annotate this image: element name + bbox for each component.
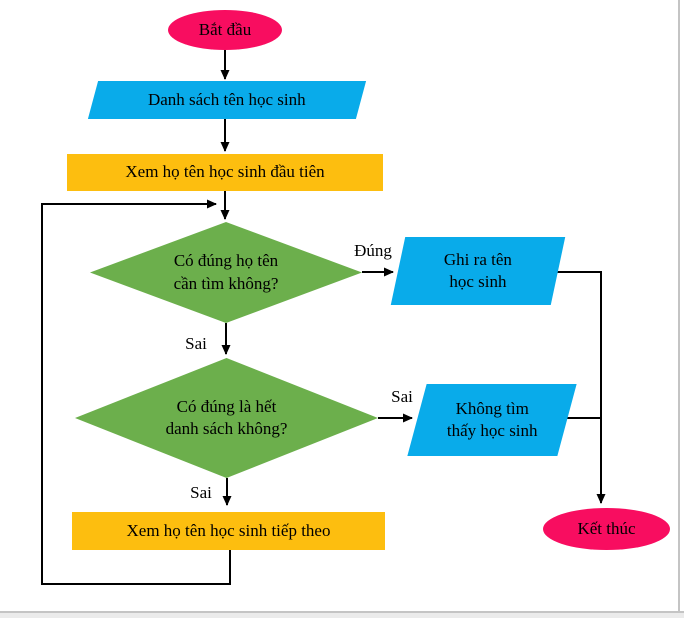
process-next-label: Xem họ tên học sinh tiếp theo [126,520,331,540]
label-false-3: Sai [190,483,212,502]
page-edge-bottom [0,611,684,613]
end-terminator: Kết thúc [543,508,670,550]
process-first-label: Xem họ tên học sinh đầu tiên [125,162,325,182]
edge-found-to-end [551,271,606,504]
label-false-1: Sai [185,334,207,353]
output-found-parallelogram: Ghi ra tên học sinh [390,237,566,305]
output-notfound-label: Không tìm thấy học sinh [446,398,538,440]
page-margin-area [0,613,684,618]
decision-end-label: Có đúng là hết danh sách không? [165,396,288,438]
input-list-parallelogram: Danh sách tên học sinh [87,81,367,119]
page-edge-right [678,0,680,618]
process-first-rect: Xem họ tên học sinh đầu tiên [67,154,383,191]
output-notfound-parallelogram: Không tìm thấy học sinh [407,384,577,456]
start-terminator: Bắt đầu [168,10,282,50]
label-false-2: Sai [391,387,413,406]
output-found-label: Ghi ra tên học sinh [444,249,512,291]
end-label: Kết thúc [577,518,636,538]
input-list-label: Danh sách tên học sinh [148,89,306,109]
start-label: Bắt đầu [198,19,252,39]
edge-loop-back [41,199,231,585]
decision-match-label: Có đúng họ tên cần tìm không? [173,251,279,293]
process-next-rect: Xem họ tên học sinh tiếp theo [72,512,385,550]
label-true: Đúng [354,241,392,260]
